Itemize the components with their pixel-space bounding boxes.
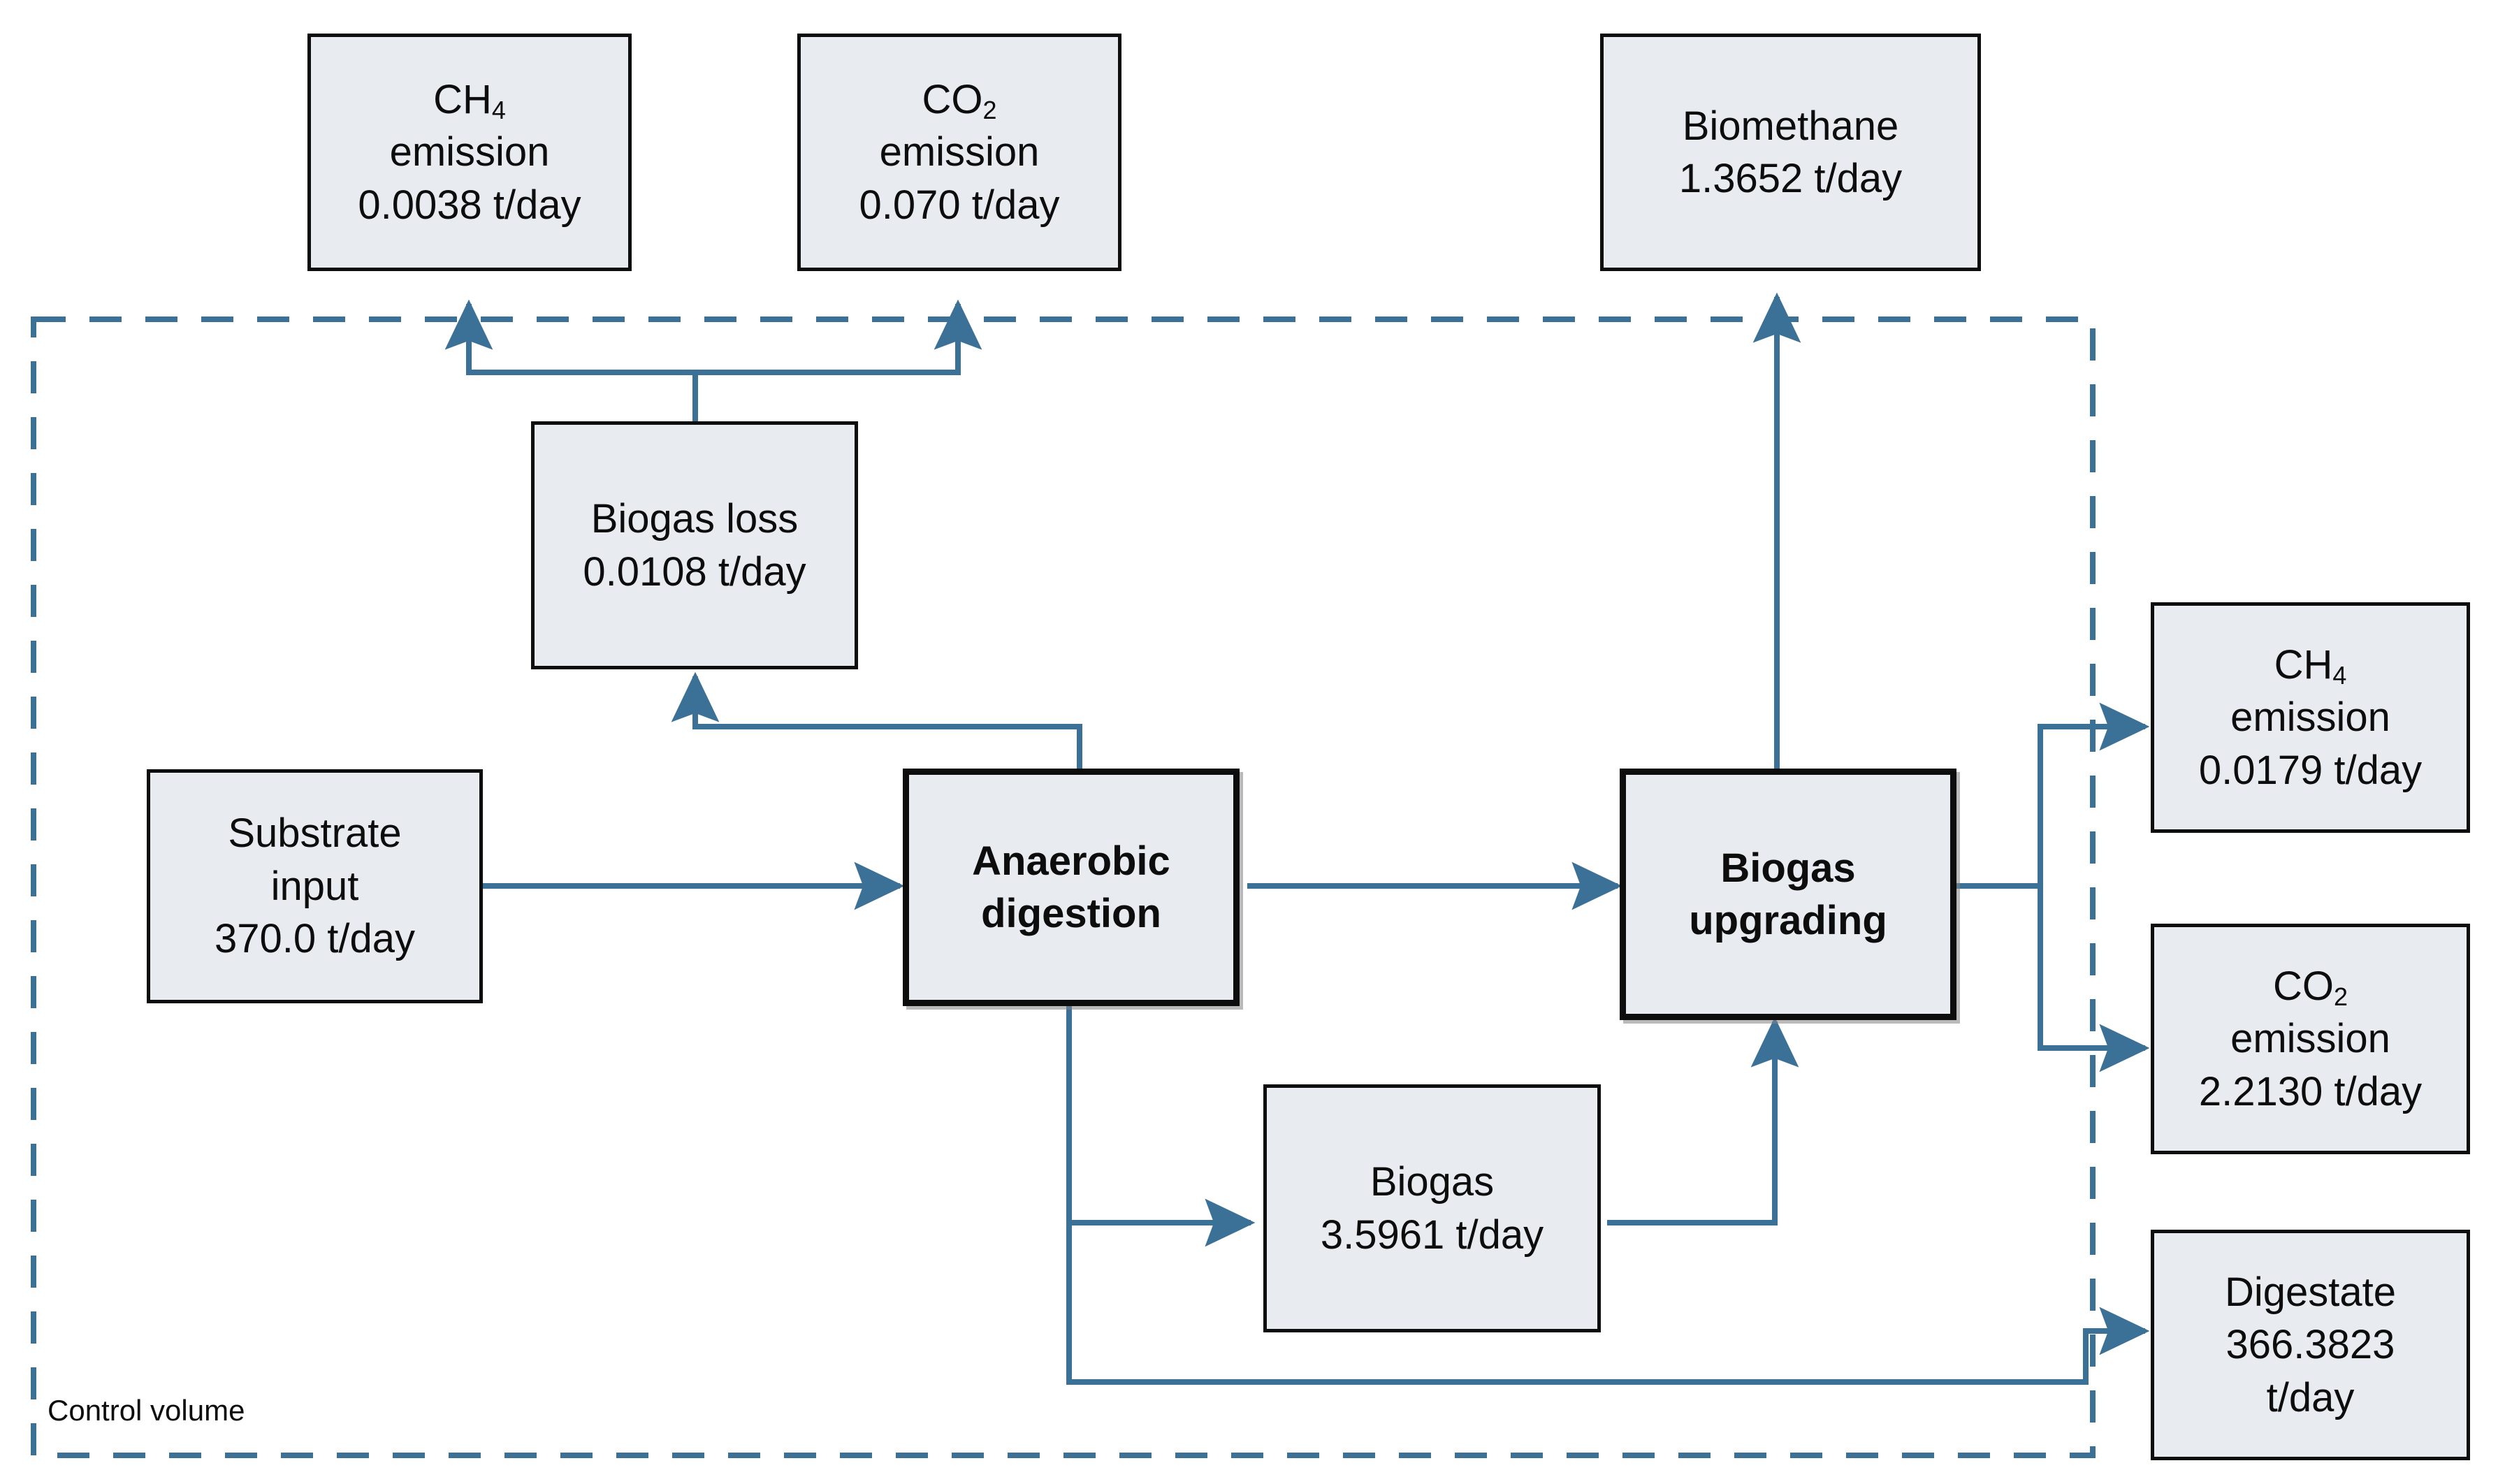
flow-ad-to-digestate	[1066, 1006, 2150, 1385]
flow-ad-to-biogas-loss	[671, 671, 1082, 769]
node-co2-emission-right[interactable]: CO2 emission 2.2130 t/day	[2151, 924, 2470, 1154]
ch4-emission-value: 0.0038 t/day	[358, 182, 581, 228]
ch4-right-formula-label: CH4	[2274, 641, 2347, 690]
biomethane-label: Biomethane	[1682, 103, 1899, 149]
ch4-right-emission-word: emission	[2230, 694, 2390, 741]
control-volume-boundary	[31, 317, 2096, 1458]
ad-label-line1: Anaerobic	[972, 838, 1170, 884]
flow-ad-to-biogas	[1066, 1006, 1256, 1247]
node-biogas-loss[interactable]: Biogas loss 0.0108 t/day	[531, 421, 858, 669]
co2-formula-label: CO2	[922, 76, 997, 124]
node-substrate-input[interactable]: Substrate input 370.0 t/day	[147, 769, 483, 1003]
node-ch4-emission-top[interactable]: CH4 emission 0.0038 t/day	[307, 34, 632, 271]
ch4-right-emission-value: 0.0179 t/day	[2198, 747, 2423, 793]
node-anaerobic-digestion[interactable]: Anaerobic digestion	[903, 769, 1240, 1006]
co2-emission-word: emission	[879, 129, 1040, 175]
bu-label-line2: upgrading	[1689, 898, 1887, 943]
node-co2-emission-top[interactable]: CO2 emission 0.070 t/day	[797, 34, 1121, 271]
biomethane-value: 1.3652 t/day	[1678, 156, 1903, 201]
bu-label-line1: Biogas	[1720, 845, 1856, 891]
flow-biogas-to-upgrading	[1607, 1017, 1799, 1225]
biogas-value: 3.5961 t/day	[1320, 1212, 1544, 1258]
co2-right-emission-value: 2.2130 t/day	[2198, 1068, 2423, 1114]
substrate-input-word: input	[270, 863, 359, 909]
control-volume-label: Control volume	[48, 1394, 245, 1427]
node-biogas[interactable]: Biogas 3.5961 t/day	[1263, 1084, 1601, 1332]
digestate-label: Digestate	[2224, 1269, 2397, 1315]
node-ch4-emission-right[interactable]: CH4 emission 0.0179 t/day	[2151, 602, 2470, 833]
digestate-unit: t/day	[2266, 1374, 2355, 1420]
substrate-label: Substrate	[228, 810, 402, 857]
co2-right-emission-word: emission	[2230, 1016, 2390, 1062]
ch4-formula-label: CH4	[433, 76, 506, 124]
node-biomethane[interactable]: Biomethane 1.3652 t/day	[1600, 34, 1981, 271]
digestate-value: 366.3823	[2225, 1322, 2395, 1368]
ch4-emission-word: emission	[389, 129, 550, 175]
node-digestate[interactable]: Digestate 366.3823 t/day	[2151, 1230, 2470, 1460]
biogas-loss-value: 0.0108 t/day	[583, 548, 806, 595]
biogas-label: Biogas	[1370, 1159, 1495, 1205]
biogas-loss-label: Biogas loss	[590, 496, 799, 542]
ad-label-line2: digestion	[981, 891, 1161, 936]
flow-upgrading-split-right	[1949, 702, 2150, 1072]
node-biogas-upgrading[interactable]: Biogas upgrading	[1620, 769, 1956, 1020]
substrate-value: 370.0 t/day	[215, 916, 415, 962]
co2-emission-value: 0.070 t/day	[859, 182, 1060, 228]
co2-right-formula-label: CO2	[2273, 963, 2348, 1011]
